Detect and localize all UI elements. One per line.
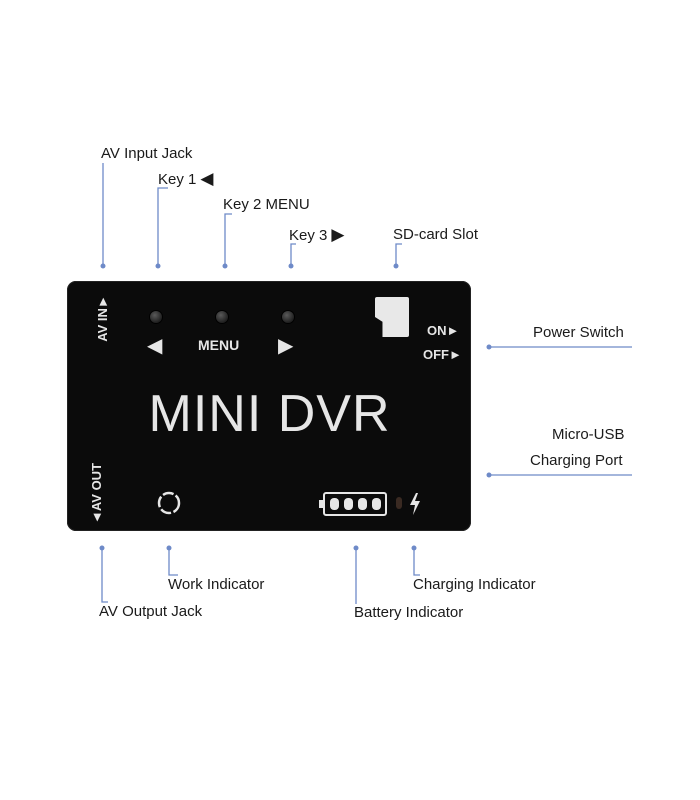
leader-dot bbox=[288, 263, 294, 269]
leader-key3 bbox=[290, 243, 296, 265]
callout-charging-port: Charging Port bbox=[530, 452, 623, 470]
callout-power-switch: Power Switch bbox=[533, 324, 624, 342]
leader-dot bbox=[155, 263, 161, 269]
leader-dot bbox=[222, 263, 228, 269]
callout-text: Key 2 MENU bbox=[223, 196, 310, 213]
battery-cell bbox=[330, 498, 339, 510]
callout-text: Micro-USB bbox=[552, 426, 625, 443]
sd-card-icon[interactable] bbox=[375, 297, 409, 337]
callout-text: AV Input Jack bbox=[101, 145, 193, 162]
leader-dot bbox=[393, 263, 399, 269]
charging-led bbox=[396, 497, 402, 509]
av-out-label: ◄AV OUT bbox=[89, 463, 104, 524]
callout-charging-indicator: Charging Indicator bbox=[413, 576, 536, 594]
callout-av-output-jack: AV Output Jack bbox=[99, 603, 202, 621]
leader-key1 bbox=[157, 187, 168, 265]
mini-dvr-device: AV IN► ◀ MENU ▶ ON► OFF► MINI DVR ◄AV OU… bbox=[67, 281, 471, 531]
callout-text: Key 1 bbox=[158, 171, 197, 188]
leader-dot bbox=[100, 263, 106, 269]
switch-on-text: ON bbox=[427, 323, 447, 338]
battery-cell bbox=[358, 498, 367, 510]
callout-key2: Key 2 MENU bbox=[223, 196, 310, 214]
switch-off-text: OFF bbox=[423, 347, 449, 362]
key2-menu-button[interactable] bbox=[216, 311, 228, 323]
key3-button[interactable] bbox=[282, 311, 294, 323]
av-out-text: AV OUT bbox=[89, 462, 105, 512]
callout-battery-indicator: Battery Indicator bbox=[354, 604, 463, 622]
leader-dot bbox=[166, 545, 172, 551]
callout-text: SD-card Slot bbox=[393, 226, 479, 243]
right-arrow-icon: ► bbox=[446, 323, 460, 338]
leader-work bbox=[168, 548, 178, 576]
callout-text: Battery Indicator bbox=[354, 604, 464, 621]
leader-key2 bbox=[224, 213, 232, 265]
battery-icon bbox=[319, 492, 387, 516]
battery-cell bbox=[344, 498, 353, 510]
ring-icon bbox=[157, 491, 181, 515]
av-in-text: AV IN bbox=[94, 308, 110, 342]
callout-av-input-jack: AV Input Jack bbox=[101, 145, 192, 163]
leader-dot bbox=[486, 472, 492, 478]
leader-dot bbox=[486, 344, 492, 350]
leader-dot bbox=[411, 545, 417, 551]
av-in-label: AV IN► bbox=[95, 295, 110, 342]
leader-dot bbox=[99, 545, 105, 551]
leader-dot bbox=[353, 545, 359, 551]
callout-key3: Key 3▶ bbox=[289, 226, 344, 245]
left-triangle-icon: ◀ bbox=[200, 169, 214, 188]
right-triangle-icon: ▶ bbox=[278, 335, 294, 357]
callout-work-indicator: Work Indicator bbox=[168, 576, 264, 594]
battery-cell bbox=[372, 498, 381, 510]
right-arrow-icon: ► bbox=[94, 295, 110, 309]
right-arrow-icon: ► bbox=[449, 347, 462, 362]
right-triangle-icon: ▶ bbox=[331, 225, 345, 244]
callout-text: Charging Indicator bbox=[413, 576, 536, 593]
callout-text: Work Indicator bbox=[168, 576, 265, 593]
callout-text: AV Output Jack bbox=[99, 603, 203, 620]
left-arrow-icon: ◄ bbox=[89, 511, 105, 525]
menu-label: MENU bbox=[198, 337, 240, 353]
callout-text: Key 3 bbox=[289, 227, 328, 244]
switch-on-label[interactable]: ON► bbox=[427, 323, 459, 338]
leader-av-output bbox=[101, 548, 108, 603]
key1-button[interactable] bbox=[150, 311, 162, 323]
device-title: MINI DVR bbox=[148, 385, 391, 443]
callout-text: Power Switch bbox=[533, 324, 624, 341]
lightning-icon bbox=[410, 493, 420, 515]
leader-sd bbox=[395, 243, 402, 265]
leader-charging bbox=[413, 548, 420, 576]
callout-sd-card-slot: SD-card Slot bbox=[393, 226, 478, 244]
switch-off-label[interactable]: OFF► bbox=[423, 347, 462, 362]
left-triangle-icon: ◀ bbox=[147, 335, 163, 357]
callout-text: Charging Port bbox=[530, 452, 623, 469]
callout-key1: Key 1◀ bbox=[158, 170, 213, 189]
callout-micro-usb: Micro-USB bbox=[552, 426, 625, 444]
